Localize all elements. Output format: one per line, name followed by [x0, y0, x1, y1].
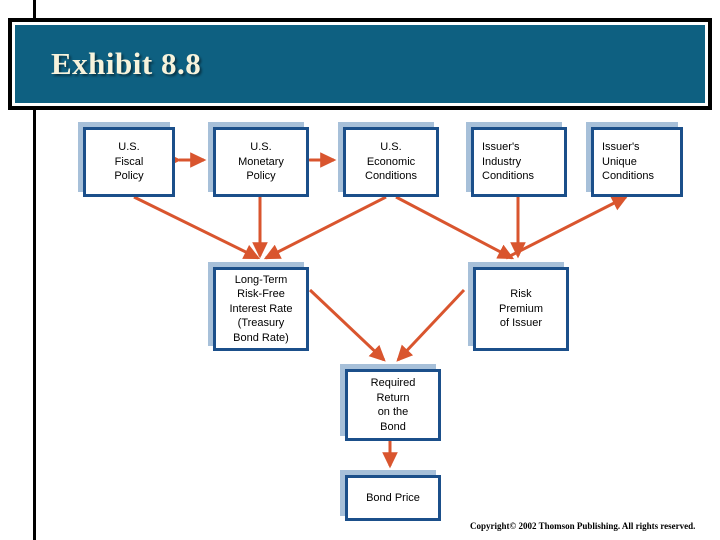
node-bond-price[interactable]: Bond Price [340, 470, 441, 521]
node-face: Risk Premium of Issuer [473, 267, 569, 351]
node-label: Issuer's Industry Conditions [482, 141, 534, 183]
node-label: U.S. Economic Conditions [365, 141, 417, 183]
node-face: U.S. Fiscal Policy [83, 127, 175, 197]
edge-riskfree-required [308, 288, 386, 362]
copyright-notice: Copyright© 2002 Thomson Publishing. All … [470, 521, 696, 531]
node-us-fiscal-policy[interactable]: U.S. Fiscal Policy [78, 122, 175, 197]
edge-fiscal-riskfree [133, 195, 261, 260]
node-face: U.S. Monetary Policy [213, 127, 309, 197]
node-label: U.S. Monetary Policy [238, 141, 284, 183]
node-face: Long-Term Risk-Free Interest Rate (Treas… [213, 267, 309, 351]
page-title: Exhibit 8.8 [51, 46, 202, 81]
node-required-return-on-the-bond[interactable]: Required Return on the Bond [340, 364, 441, 441]
edge-premium-unique [505, 195, 629, 260]
edge-premium-required [396, 288, 466, 362]
left-vertical-rule [33, 0, 36, 540]
title-banner-inner-frame: Exhibit 8.8 [12, 22, 708, 106]
node-label: Issuer's Unique Conditions [602, 141, 654, 183]
node-us-economic-conditions[interactable]: U.S. Economic Conditions [338, 122, 439, 197]
node-face: Issuer's Unique Conditions [591, 127, 683, 197]
node-long-term-risk-free-interest-rate[interactable]: Long-Term Risk-Free Interest Rate (Treas… [208, 262, 309, 351]
title-banner-fill: Exhibit 8.8 [15, 25, 705, 103]
node-label: Bond Price [366, 491, 420, 504]
node-label: Long-Term Risk-Free Interest Rate (Treas… [229, 273, 293, 344]
node-label: Risk Premium of Issuer [498, 288, 543, 330]
node-us-monetary-policy[interactable]: U.S. Monetary Policy [208, 122, 309, 197]
node-face: U.S. Economic Conditions [343, 127, 439, 197]
node-issuers-industry-conditions[interactable]: Issuer's Industry Conditions [466, 122, 567, 197]
edge-economic-riskfree [263, 195, 387, 260]
node-face: Bond Price [345, 475, 441, 521]
node-risk-premium-of-issuer[interactable]: Risk Premium of Issuer [468, 262, 569, 351]
node-face: Required Return on the Bond [345, 369, 441, 441]
node-issuers-unique-conditions[interactable]: Issuer's Unique Conditions [586, 122, 683, 197]
node-label: Required Return on the Bond [370, 377, 416, 433]
node-face: Issuer's Industry Conditions [471, 127, 567, 197]
title-banner: Exhibit 8.8 [8, 18, 712, 110]
edge-economic-premium [395, 195, 515, 260]
node-label: U.S. Fiscal Policy [114, 141, 144, 183]
